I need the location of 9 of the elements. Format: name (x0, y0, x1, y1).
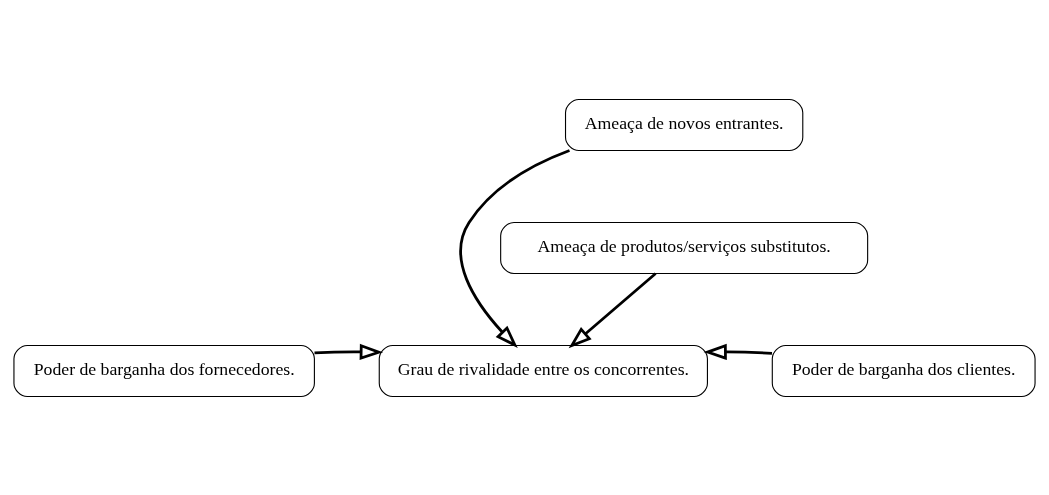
arrow (568, 272, 657, 348)
arrow (314, 343, 384, 360)
node-box: Poder de barganha dos fornecedores. (13, 344, 315, 397)
arrow (459, 148, 570, 348)
node-box: Poder de barganha dos clientes. (771, 344, 1036, 397)
node-box: Ameaça de produtos/serviços substitutos. (500, 221, 869, 274)
node-box: Grau de rivalidade entre os concorrentes. (378, 344, 708, 397)
node-box: Ameaça de novos entrantes. (564, 98, 804, 151)
arrow (703, 343, 773, 360)
